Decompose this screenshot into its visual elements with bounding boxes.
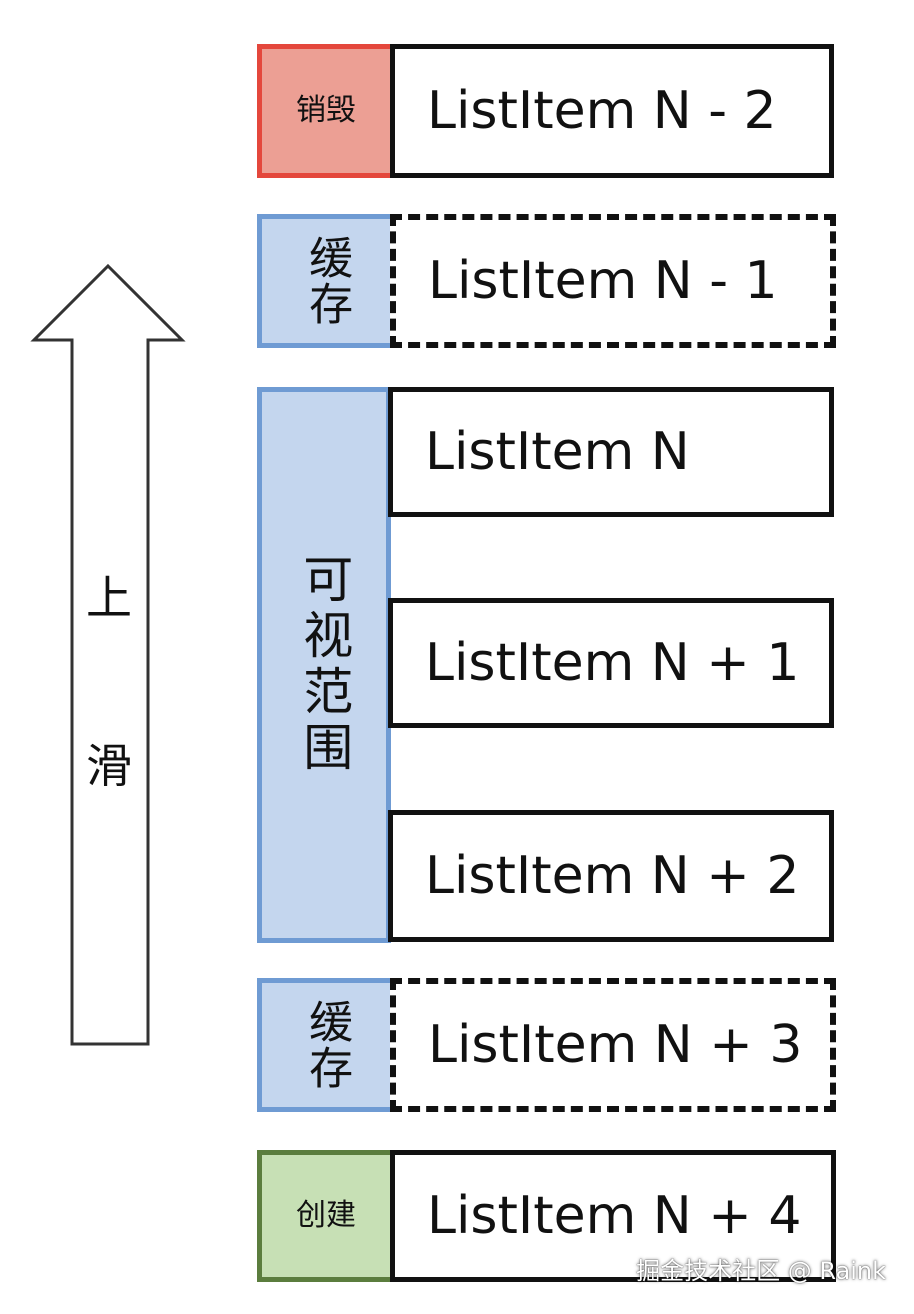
arrow-label-line1: 上 [86, 571, 132, 625]
cache-tag-bottom: 缓存 [257, 978, 395, 1112]
visible-range-label: 可视范围 [295, 553, 354, 777]
create-tag-label: 创建 [296, 1198, 356, 1234]
list-item-n-plus-2: ListItem N + 2 [388, 810, 834, 942]
list-item-n-minus-2: ListItem N - 2 [390, 44, 834, 178]
cache-tag-top: 缓存 [257, 214, 395, 348]
destroy-tag-label: 销毁 [296, 93, 356, 129]
list-item-label: ListItem N + 4 [427, 1186, 802, 1246]
list-item-label: ListItem N - 1 [428, 251, 778, 311]
list-item-label: ListItem N - 2 [427, 81, 777, 141]
list-item-n-plus-1: ListItem N + 1 [388, 598, 834, 728]
arrow-label-line2: 滑 [86, 739, 132, 793]
list-item-label: ListItem N + 1 [425, 633, 800, 693]
cache-tag-label: 缓存 [301, 235, 353, 327]
list-item-label: ListItem N + 3 [428, 1015, 803, 1075]
visible-range-tag: 可视范围 [257, 387, 391, 943]
destroy-tag: 销毁 [257, 44, 395, 178]
watermark: 掘金技术社区 @ Raink [636, 1257, 886, 1285]
list-item-n: ListItem N [388, 387, 834, 517]
list-item-n-plus-3: ListItem N + 3 [390, 978, 836, 1112]
list-item-label: ListItem N + 2 [425, 846, 800, 906]
list-item-n-plus-4: ListItem N + 4 [390, 1150, 836, 1282]
create-tag: 创建 [257, 1150, 395, 1282]
scroll-up-arrow-icon [30, 263, 186, 1046]
list-item-label: ListItem N [425, 422, 690, 482]
cache-tag-label: 缓存 [301, 999, 353, 1091]
list-item-n-minus-1: ListItem N - 1 [390, 214, 836, 348]
